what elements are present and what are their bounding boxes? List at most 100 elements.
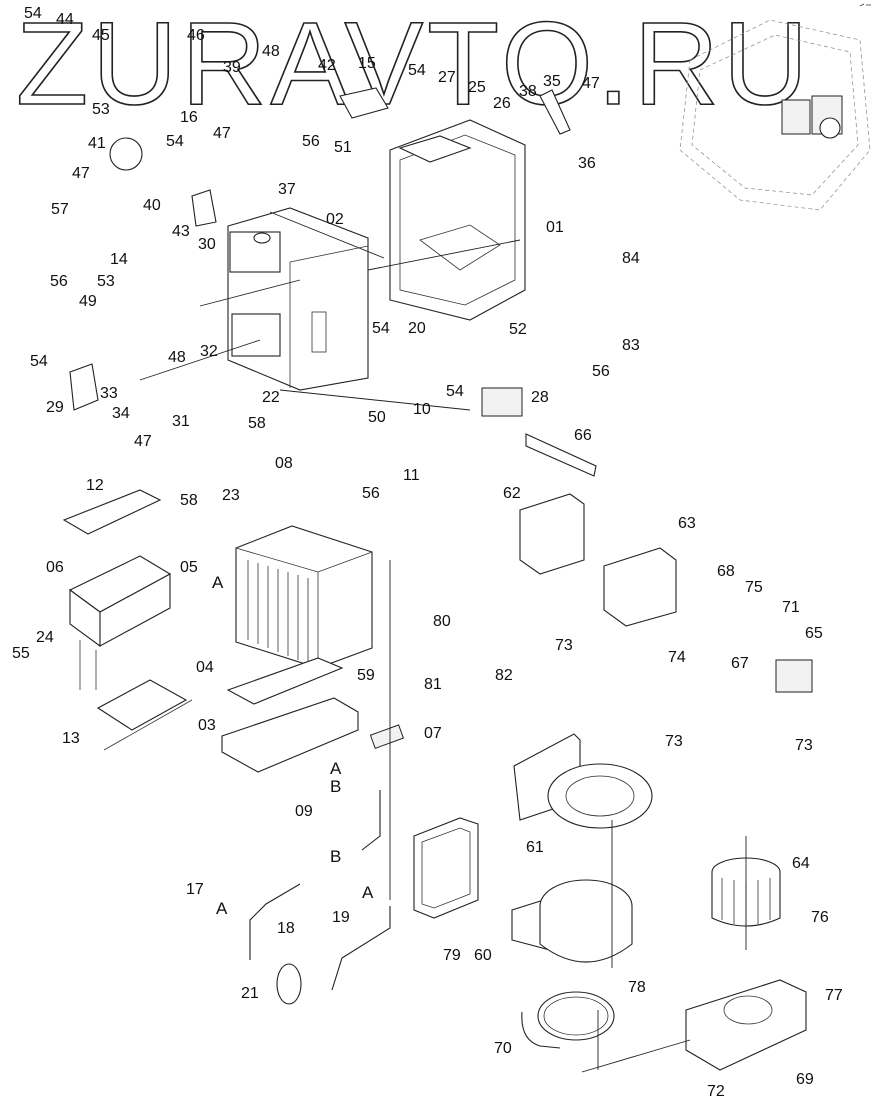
callout-36: 36 <box>578 155 596 172</box>
callout-84: 84 <box>622 250 640 267</box>
callout-29: 29 <box>46 399 64 416</box>
part-70-drain-hose <box>521 1011 561 1049</box>
callout-54b: 54 <box>408 62 426 79</box>
part-28-actuator <box>481 387 523 417</box>
callout-78: 78 <box>628 979 646 996</box>
callout-30: 30 <box>198 236 216 253</box>
part-30-actuator <box>191 189 217 227</box>
callout-33: 33 <box>100 385 118 402</box>
callout-66: 66 <box>574 427 592 444</box>
callout-B1: B <box>330 777 341 796</box>
callout-01: 01 <box>546 219 564 236</box>
part-65-actuator <box>775 659 813 693</box>
callout-50: 50 <box>368 409 386 426</box>
part-13-rod <box>103 699 193 751</box>
callout-55: 55 <box>12 645 30 662</box>
part-13-filter <box>96 679 188 731</box>
callout-52: 52 <box>509 321 527 338</box>
callout-43: 43 <box>172 223 190 240</box>
callout-18: 18 <box>277 920 295 937</box>
callout-20: 20 <box>408 320 426 337</box>
callout-76: 76 <box>811 909 829 926</box>
part-41-gear <box>109 137 143 171</box>
callout-64: 64 <box>792 855 810 872</box>
callout-19: 19 <box>332 909 350 926</box>
callout-02: 02 <box>326 211 344 228</box>
callout-42: 42 <box>318 57 336 74</box>
callout-72: 72 <box>707 1083 725 1100</box>
callout-57: 57 <box>51 201 69 218</box>
callout-54d: 54 <box>372 320 390 337</box>
callout-28: 28 <box>531 389 549 406</box>
part-05-evaporator <box>235 525 373 669</box>
callout-58b: 58 <box>180 492 198 509</box>
callout-17: 17 <box>186 881 204 898</box>
callout-83: 83 <box>622 337 640 354</box>
callout-10: 10 <box>413 401 431 418</box>
callout-47d: 47 <box>134 433 152 450</box>
callout-63: 63 <box>678 515 696 532</box>
part-07-expansion-valve <box>369 724 405 750</box>
callout-68: 68 <box>717 563 735 580</box>
part-35-lever <box>539 89 571 135</box>
corner-mark <box>859 3 871 7</box>
callout-81: 81 <box>424 676 442 693</box>
callout-80: 80 <box>433 613 451 630</box>
callout-69: 69 <box>796 1071 814 1088</box>
callout-39: 39 <box>223 59 241 76</box>
callout-08: 08 <box>275 455 293 472</box>
part-19-pipe <box>331 906 391 991</box>
callout-56a: 56 <box>302 133 320 150</box>
callout-73b: 73 <box>555 637 573 654</box>
callout-82: 82 <box>495 667 513 684</box>
callout-12: 12 <box>86 477 104 494</box>
callout-73a: 73 <box>795 737 813 754</box>
callout-25: 25 <box>468 79 486 96</box>
part-09-pipe <box>361 790 381 851</box>
callout-A3: A <box>216 899 228 918</box>
callout-04: 04 <box>196 659 214 676</box>
callout-58a: 58 <box>248 415 266 432</box>
callout-24: 24 <box>36 629 54 646</box>
callout-56b: 56 <box>50 273 68 290</box>
callout-22: 22 <box>262 389 280 406</box>
assembly-leader-lines <box>139 211 747 1073</box>
part-12-filter <box>62 489 162 535</box>
part-04-seal <box>226 657 344 705</box>
callout-34: 34 <box>112 405 130 422</box>
callout-79: 79 <box>443 947 461 964</box>
callout-53a: 53 <box>92 101 110 118</box>
callout-35: 35 <box>543 73 561 90</box>
callout-47c: 47 <box>72 165 90 182</box>
part-15-pad <box>339 87 389 119</box>
callout-54e: 54 <box>30 353 48 370</box>
part-66-rod <box>525 433 597 477</box>
part-01-case <box>389 119 526 321</box>
part-29-actuator <box>69 363 99 411</box>
part-03-drain-pan <box>221 697 359 773</box>
part-63-duct <box>603 547 677 627</box>
part-02-case <box>227 207 369 391</box>
callout-40: 40 <box>143 197 161 214</box>
callout-38: 38 <box>519 83 537 100</box>
callout-54a: 54 <box>24 5 42 22</box>
part-69-bracket <box>685 979 807 1071</box>
callout-15: 15 <box>358 55 376 72</box>
callout-75: 75 <box>745 579 763 596</box>
callout-23: 23 <box>222 487 240 504</box>
callout-73c: 73 <box>665 733 683 750</box>
callout-61: 61 <box>526 839 544 856</box>
callout-09: 09 <box>295 803 313 820</box>
callout-70: 70 <box>494 1040 512 1057</box>
callout-B2: B <box>330 847 341 866</box>
part-60-scroll-case <box>511 879 633 963</box>
callout-51: 51 <box>334 139 352 156</box>
callout-48b: 48 <box>168 349 186 366</box>
callout-27: 27 <box>438 69 456 86</box>
callout-53b: 53 <box>97 273 115 290</box>
callout-A2: A <box>330 759 342 778</box>
part-79-gasket <box>413 817 479 919</box>
callout-06: 06 <box>46 559 64 576</box>
